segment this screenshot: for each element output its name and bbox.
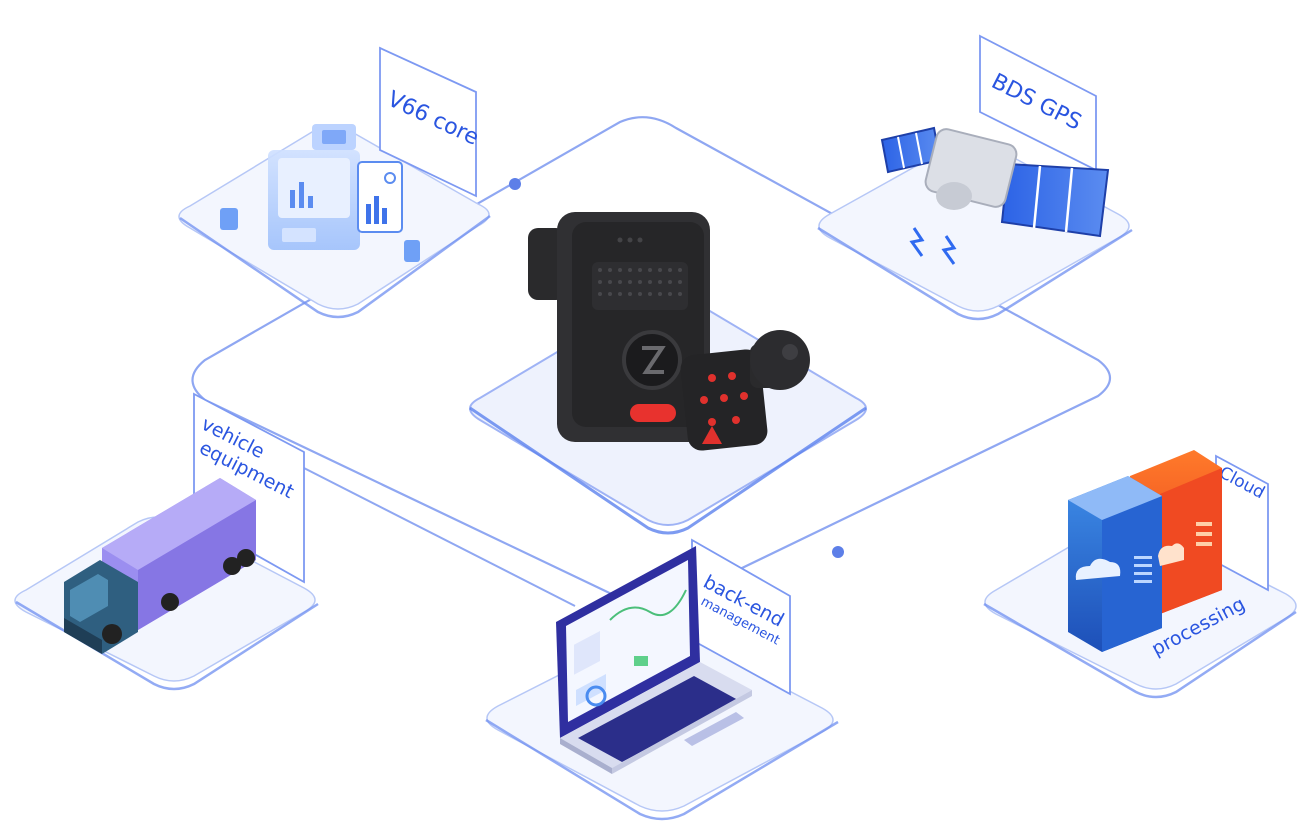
remote-keypad — [680, 349, 768, 451]
connector-dot-top — [509, 178, 521, 190]
cloud-server-icon — [1068, 450, 1222, 652]
ball-mount — [750, 330, 810, 390]
node-vehicle: vehicle equipment — [14, 392, 319, 691]
laptop-icon — [556, 546, 752, 774]
link-vehicle-backend — [299, 465, 576, 607]
cloud-icon — [1075, 558, 1121, 580]
node-gps: BDS GPS — [817, 34, 1133, 321]
server-cube-icon — [220, 124, 420, 262]
node-core: V66 core — [178, 46, 491, 319]
sos-button-icon — [630, 404, 676, 422]
v66-device — [528, 212, 810, 451]
truck-icon — [64, 478, 256, 654]
node-backend: back-end management — [485, 538, 839, 821]
speaker-grille — [592, 237, 688, 310]
node-cloud: Cloud processing — [983, 450, 1297, 699]
connector-dot-bottom — [832, 546, 844, 558]
signal-bolt-icon — [909, 227, 925, 257]
satellite-icon — [880, 126, 1110, 265]
